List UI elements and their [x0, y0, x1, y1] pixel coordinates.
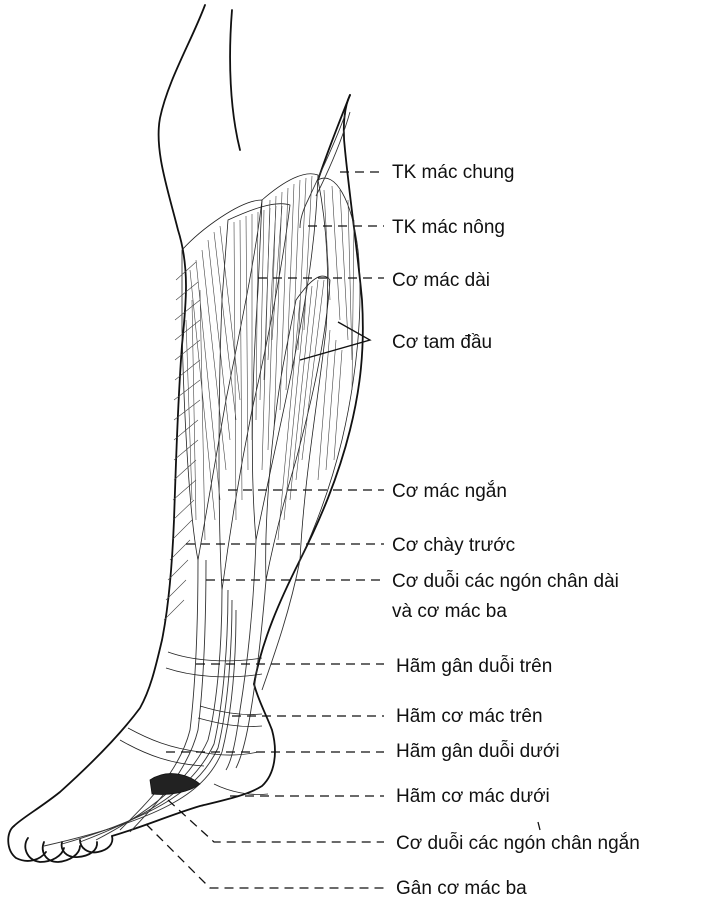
label-tk-mac-nong: TK mác nông	[392, 217, 505, 239]
retinacula	[120, 652, 268, 795]
label-co-mac-dai: Cơ mác dài	[392, 270, 490, 292]
label-co-chay-truoc: Cơ chày trước	[392, 535, 515, 557]
label-ham-co-mac-tren: Hãm cơ mác trên	[396, 706, 543, 728]
label-ham-gan-duoi-duoi: Hãm gân duỗi dưới	[396, 741, 560, 763]
label-ham-gan-duoi-tren: Hãm gân duỗi trên	[396, 656, 552, 678]
label-co-mac-ngan: Cơ mác ngắn	[392, 481, 507, 503]
label-ham-co-mac-duoi: Hãm cơ mác dưới	[396, 786, 550, 808]
tendons	[44, 540, 300, 846]
muscle-bellies	[182, 174, 360, 590]
muscle-fibers	[164, 176, 354, 620]
label-co-duoi-ngon-ngan: Cơ duỗi các ngón chân ngắn	[396, 833, 640, 855]
label-co-duoi-ngon-dai-line1: Cơ duỗi các ngón chân dài	[392, 571, 619, 593]
label-co-duoi-ngon-dai-line2: và cơ mác ba	[392, 601, 507, 623]
label-tk-mac-chung: TK mác chung	[392, 162, 515, 184]
label-gan-co-mac-ba: Gân cơ mác ba	[396, 878, 527, 900]
label-co-tam-dau: Cơ tam đầu	[392, 332, 492, 354]
